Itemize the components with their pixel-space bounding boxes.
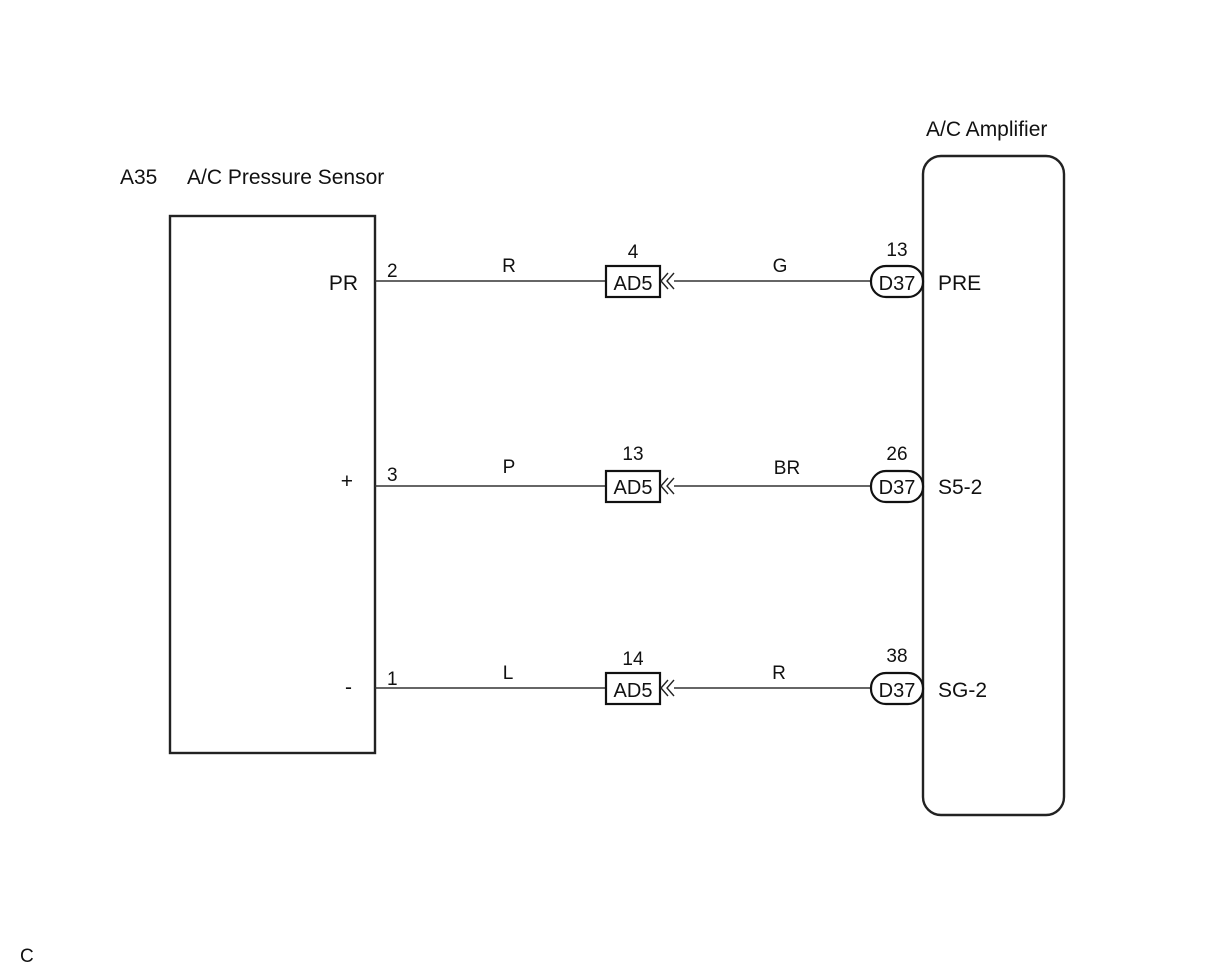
amplifier-pin-number: 38 bbox=[886, 646, 907, 667]
amplifier-connector-box bbox=[869, 469, 925, 504]
circuit-row: PR 2 R 4 AD5 G 13 D37 PRE bbox=[329, 240, 981, 299]
amplifier-connector-label: D37 bbox=[879, 680, 916, 702]
sensor-body bbox=[168, 214, 377, 755]
junction-connector-box bbox=[604, 264, 662, 299]
circuit-row: + 3 P 13 AD5 BR 26 D37 S5-2 bbox=[341, 444, 982, 504]
connector-chevron-icon bbox=[660, 679, 675, 697]
wire-color-sensor-side: L bbox=[503, 663, 514, 684]
amplifier-connector-box bbox=[869, 671, 925, 706]
sensor-terminal-label: - bbox=[345, 676, 352, 699]
sensor-code: A35 bbox=[120, 166, 157, 189]
amplifier-connector-label: D37 bbox=[879, 273, 916, 295]
wire-color-amplifier-side: G bbox=[773, 256, 788, 277]
sensor-pin-number: 3 bbox=[387, 465, 398, 486]
amplifier-connector-box bbox=[869, 264, 925, 299]
amplifier-terminal-label: S5-2 bbox=[938, 476, 982, 499]
amplifier-name: A/C Amplifier bbox=[926, 118, 1047, 141]
sensor-pin-number: 2 bbox=[387, 261, 398, 282]
sensor-name: A/C Pressure Sensor bbox=[187, 166, 384, 189]
wire-color-sensor-side: P bbox=[503, 457, 516, 478]
sensor-terminal-label: PR bbox=[329, 272, 358, 295]
connector-chevron-icon bbox=[660, 272, 675, 290]
amplifier-terminal-label: PRE bbox=[938, 272, 981, 295]
junction-connector-label: AD5 bbox=[614, 680, 653, 702]
junction-pin-number: 14 bbox=[622, 649, 644, 670]
amplifier-connector-label: D37 bbox=[879, 477, 916, 499]
wire-color-amplifier-side: R bbox=[772, 663, 786, 684]
junction-connector-label: AD5 bbox=[614, 273, 653, 295]
junction-connector-box bbox=[604, 469, 662, 504]
footer-code: C bbox=[20, 946, 34, 967]
connector-chevron-icon bbox=[660, 477, 675, 495]
sensor-pin-number: 1 bbox=[387, 669, 398, 690]
sensor-terminal-label: + bbox=[341, 470, 353, 493]
wire-color-amplifier-side: BR bbox=[774, 458, 800, 479]
circuit-row: - 1 L 14 AD5 R 38 D37 SG-2 bbox=[345, 646, 987, 706]
amplifier-pin-number: 26 bbox=[886, 444, 907, 465]
junction-pin-number: 13 bbox=[622, 444, 643, 465]
junction-connector-box bbox=[604, 671, 662, 706]
wire-color-sensor-side: R bbox=[502, 256, 516, 277]
amplifier-pin-number: 13 bbox=[886, 240, 907, 261]
amplifier-terminal-label: SG-2 bbox=[938, 679, 987, 702]
junction-connector-label: AD5 bbox=[614, 477, 653, 499]
junction-pin-number: 4 bbox=[628, 242, 639, 263]
